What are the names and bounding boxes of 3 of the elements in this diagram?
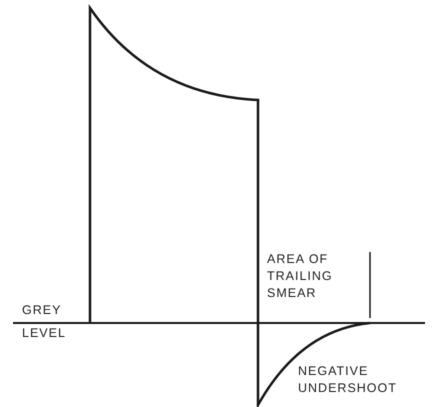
axis-label: GREY LEVEL (22, 302, 67, 342)
annotation-text: NEGATIVE UNDERSHOOT (298, 363, 398, 397)
annotation-text: AREA OF TRAILING SMEAR (267, 251, 334, 302)
